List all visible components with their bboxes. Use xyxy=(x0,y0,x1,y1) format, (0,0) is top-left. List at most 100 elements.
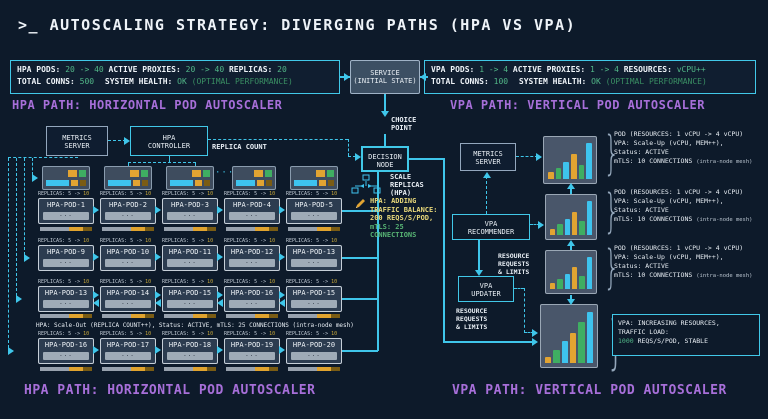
arrow-down-chart4 xyxy=(567,299,575,305)
vpa-pods-label: VPA PODS: xyxy=(431,65,475,74)
pod-box: HPA-POD-16... xyxy=(38,338,94,364)
pod-box: HPA-POD-19... xyxy=(224,338,280,364)
dashed-line xyxy=(169,156,170,162)
row-stub xyxy=(342,298,378,300)
vpa-route-line xyxy=(443,341,533,343)
arrow-up-metrics xyxy=(483,172,491,178)
pod-chain-arrow xyxy=(155,346,161,354)
vpa-resource-chart-3 xyxy=(545,250,597,294)
hpa-status-line1: HPA PODS: 20 -> 40 ACTIVE PROXIES: 20 ->… xyxy=(17,64,333,76)
pod-chain-arrow xyxy=(93,346,99,354)
hpa-controller-label2: CONTROLLER xyxy=(147,142,191,150)
pod-chain-arrow xyxy=(155,206,161,214)
pod-unit: REPLICAS: 5 -> 10 HPA-POD-17... xyxy=(100,331,156,364)
vpa-path-header-bottom: VPA PATH: VERTICAL POD AUTOSCALER xyxy=(452,383,727,398)
chart-bar xyxy=(548,172,554,179)
pod-unit: REPLICAS: 5 -> 10 HPA-POD-3... xyxy=(162,191,218,224)
dashed-line xyxy=(486,176,487,214)
row-stub xyxy=(342,257,378,259)
chart-bar xyxy=(557,224,563,235)
vpa-pods-value: 1 -> 4 xyxy=(479,65,509,74)
pod-chain-arrow xyxy=(217,253,223,261)
pod-load-bar xyxy=(102,367,154,371)
replicas-label: REPLICAS: 5 -> 10 xyxy=(224,191,276,197)
pod-chain-arrow xyxy=(93,253,99,261)
pod-load-bar xyxy=(40,227,92,231)
dashed-line xyxy=(208,139,348,140)
arrow-into-service-left xyxy=(344,73,350,81)
pod-name: HPA-POD-20 xyxy=(292,341,336,349)
service-label: SERVICE xyxy=(370,69,400,77)
pod-load-bar xyxy=(164,367,216,371)
arrow-down-choice xyxy=(381,111,389,117)
pod-mini-dashboard xyxy=(42,166,90,190)
dashed-line xyxy=(128,162,129,168)
vpa-health-note: (OPTIMAL PERFORMANCE) xyxy=(605,77,707,86)
pod-chain-arrow xyxy=(217,206,223,214)
replicas-label: REPLICAS: 5 -> 10 xyxy=(224,238,276,244)
pod-load-bar xyxy=(226,367,278,371)
pod-status-bar: ... xyxy=(229,259,275,267)
chart-bar xyxy=(561,341,568,363)
arrow-down-updater xyxy=(475,270,483,276)
pod-box: HPA-POD-4... xyxy=(224,198,280,224)
row-stub xyxy=(342,350,378,352)
hpa-controller-box: HPA CONTROLLER xyxy=(130,126,208,156)
pod-status-bar: ... xyxy=(167,259,213,267)
pod-name: HPA-POD-18 xyxy=(168,341,212,349)
pod-mini-dashboard xyxy=(166,166,214,190)
pod-unit: REPLICAS: 5 -> 10 HPA-POD-1... xyxy=(38,191,94,224)
pod-status-bar: ... xyxy=(291,300,337,308)
arrow-into-hpa-controller xyxy=(124,137,130,145)
chart-link-line xyxy=(570,244,572,250)
decision-node-box: DECISION NODE xyxy=(361,146,409,172)
pod-load-bar xyxy=(288,367,340,371)
hpa-pods-value: 20 -> 40 xyxy=(65,65,104,74)
pod-name: HPA-POD-13 xyxy=(292,248,336,256)
recommender-to-updater-line xyxy=(478,240,480,272)
pod-name: HPA-POD-16 xyxy=(230,289,274,297)
vpa-metrics-label2: SERVER xyxy=(475,158,501,166)
scale-replicas-icon xyxy=(351,174,381,194)
hpa-status-box: HPA PODS: 20 -> 40 ACTIVE PROXIES: 20 ->… xyxy=(10,60,340,94)
pod-box: HPA-POD-2... xyxy=(100,198,156,224)
pod-mesh-arrow-right xyxy=(217,291,223,299)
pod-name: HPA-POD-4 xyxy=(233,201,271,209)
vpa-result-box: VPA: INCREASING RESOURCES, TRAFFIC LOAD:… xyxy=(612,314,760,356)
vpa-resources-value: vCPU++ xyxy=(676,65,706,74)
hpa-health-label: SYSTEM HEALTH: xyxy=(104,77,173,86)
pod-chain-arrow xyxy=(279,346,285,354)
row-stub xyxy=(342,210,378,212)
vpa-resource-chart-2 xyxy=(545,194,597,240)
pod-name: HPA-POD-11 xyxy=(168,248,212,256)
hpa-health-value: OK xyxy=(177,77,187,86)
arrow-into-row4 xyxy=(8,347,14,355)
chart-link-line xyxy=(570,295,572,300)
vpa-updater-label2: UPDATER xyxy=(471,290,501,298)
pod-status-bar: ... xyxy=(105,212,151,220)
decision-node-label: DECISION xyxy=(368,153,402,161)
pod-mini-dashboard xyxy=(104,166,152,190)
vpa-status-line2: TOTAL CONNS: 100 SYSTEM HEALTH: OK (OPTI… xyxy=(431,76,749,88)
pod-box: HPA-POD-13... xyxy=(38,286,94,312)
hpa-controller-label: HPA xyxy=(162,134,176,142)
metrics-server-label2: SERVER xyxy=(64,142,90,150)
vpa-updater-label: VPA xyxy=(479,282,493,290)
pod-load-bar xyxy=(226,314,278,318)
chart-bar xyxy=(578,164,585,179)
chart-bar xyxy=(550,228,556,235)
arrow-into-row3 xyxy=(16,295,22,303)
hpa-decision-note: HPA: ADDING TRAFFIC BALANCE: 200 REQS/S/… xyxy=(370,197,438,240)
pod-load-bar xyxy=(288,227,340,231)
pod-status-bar: ... xyxy=(229,212,275,220)
pod-box: HPA-POD-18... xyxy=(162,338,218,364)
pod-unit: REPLICAS: 5 -> 10 HPA-POD-14... xyxy=(100,279,156,312)
replicas-label: REPLICAS: 5 -> 10 xyxy=(100,331,152,337)
pod-box: HPA-POD-17... xyxy=(100,338,156,364)
hpa-health-note: (OPTIMAL PERFORMANCE) xyxy=(191,77,293,86)
pod-unit: REPLICAS: 5 -> 10 HPA-POD-19... xyxy=(224,331,280,364)
hpa-path-header-top: HPA PATH: HORIZONTAL POD AUTOSCALER xyxy=(12,98,283,112)
pod-unit: REPLICAS: 5 -> 10 HPA-POD-5... xyxy=(286,191,342,224)
pod-unit: REPLICAS: 5 -> 10 HPA-POD-16... xyxy=(38,331,94,364)
